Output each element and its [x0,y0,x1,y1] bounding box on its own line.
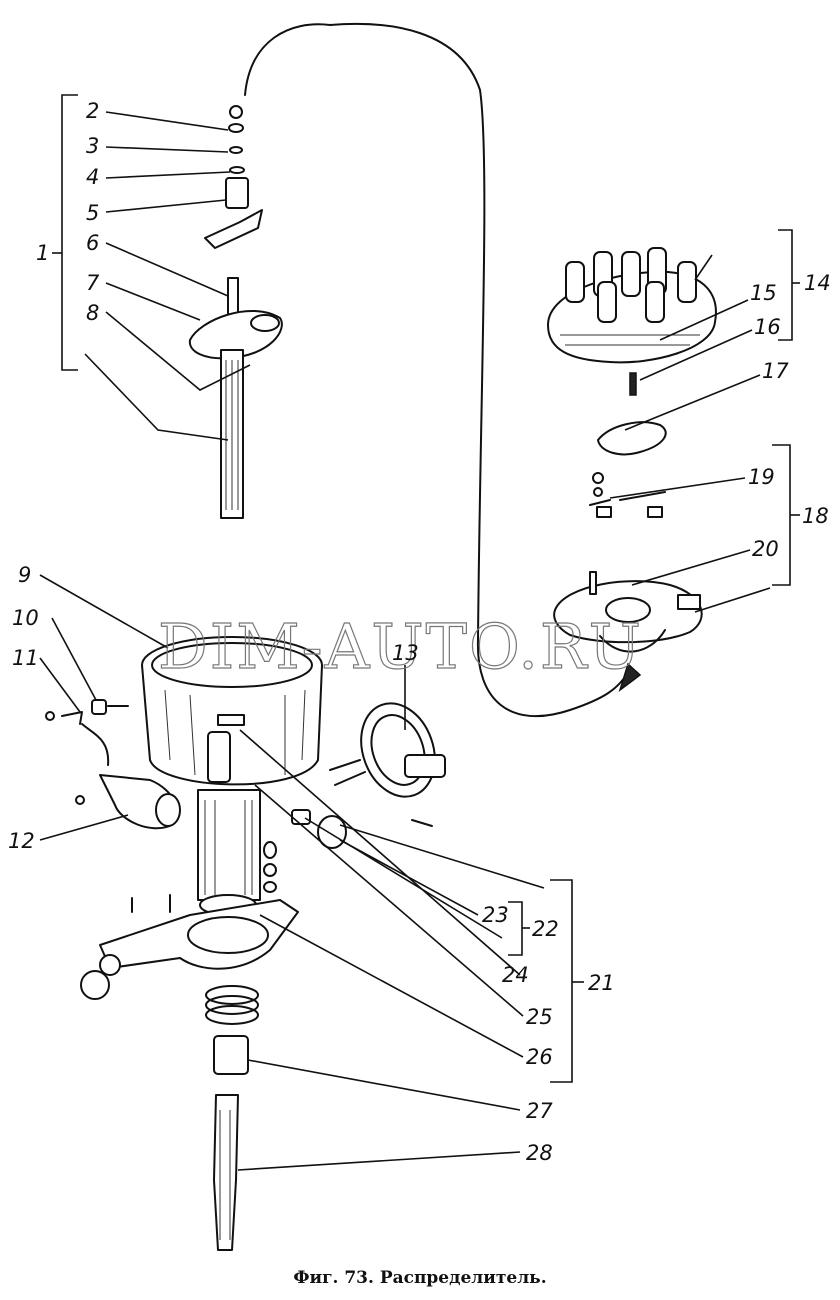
callout-26: 26 [526,1045,553,1069]
callout-17: 17 [762,359,789,383]
terminal-assembly [204,105,263,249]
callout-25: 25 [526,1005,553,1029]
leader-lines [39,111,771,1171]
callout-7: 7 [86,271,100,295]
breaker-plate-shaft [188,277,283,519]
callout-18: 18 [802,504,829,528]
callout-23: 23 [482,903,509,927]
side-parts [45,699,181,830]
callout-9: 9 [18,563,31,587]
contact-parts [589,472,666,518]
breaker-plate [553,571,703,653]
callout-14: 14 [804,271,831,295]
callout-10: 10 [12,606,39,630]
callout-13: 13 [392,641,419,665]
callout-1: 1 [36,241,49,265]
watermark: DIM-AUTO.RU [158,610,643,683]
callout-3: 3 [86,134,99,158]
condenser-parts [263,809,347,893]
figure-caption: Фиг. 73. Распределитель. [293,1268,547,1288]
callout-5: 5 [86,201,99,225]
callout-15: 15 [750,281,777,305]
callout-numbers: 2 3 4 5 1 6 7 8 9 10 11 12 13 14 15 16 1… [8,99,831,1165]
callout-28: 28 [526,1141,553,1165]
callout-2: 2 [86,99,99,123]
callout-27: 27 [526,1099,553,1123]
brackets [52,94,800,1083]
callout-8: 8 [86,301,99,325]
callout-21: 21 [588,971,615,995]
wire-arrow [618,662,642,692]
callout-20: 20 [752,537,779,561]
callout-4: 4 [86,165,99,189]
vacuum-advance-unit [329,702,446,827]
callout-12: 12 [8,829,35,853]
callout-22: 22 [532,917,559,941]
callout-19: 19 [748,465,775,489]
rotor [597,421,667,456]
mounting-flange [80,894,299,1000]
carbon-brush [629,372,637,396]
drive-parts [205,985,259,1251]
wire-cable [244,22,631,718]
callout-11: 11 [12,646,39,670]
callout-24: 24 [502,963,529,987]
callout-16: 16 [754,315,781,339]
callout-6: 6 [86,231,99,255]
distributor-cap [547,247,717,364]
